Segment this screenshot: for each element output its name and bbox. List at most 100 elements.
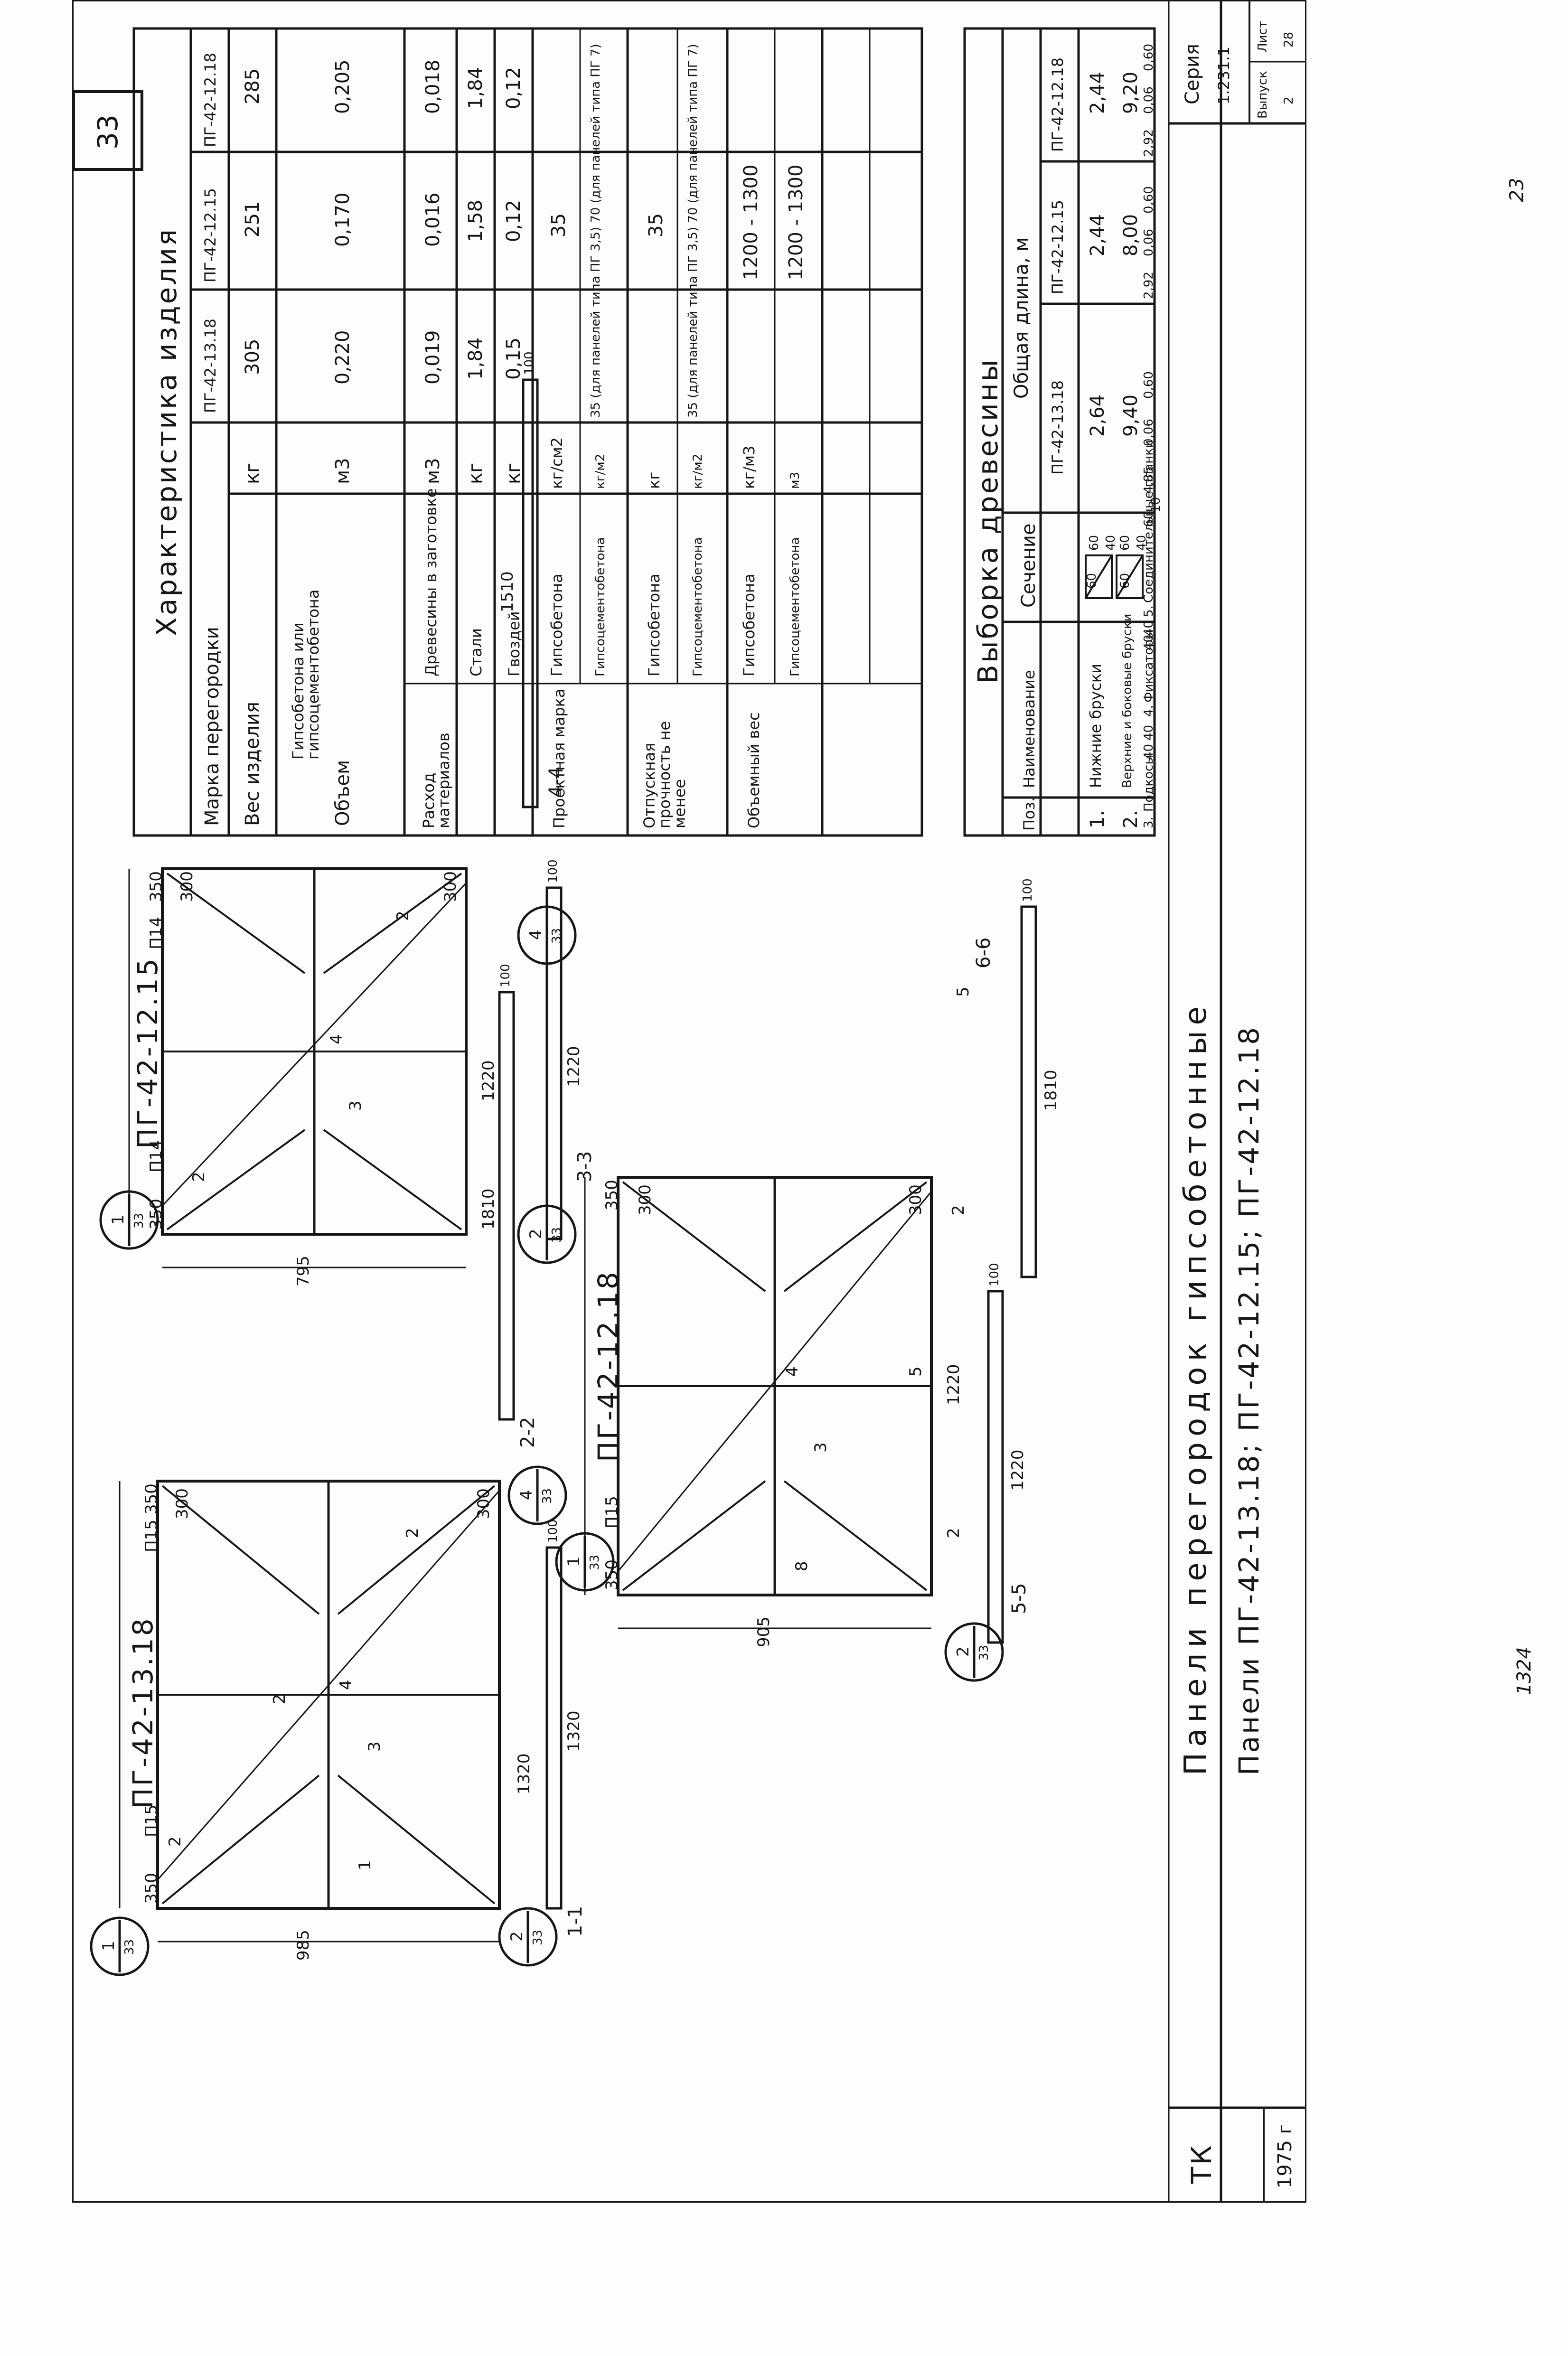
char-mark-1: ПГ-42-13.18 <box>201 319 219 413</box>
row-density-v1: 1200 - 1300 <box>740 164 762 280</box>
panel-a-pos-1: 1 <box>356 1860 375 1870</box>
timber-mark-2: ПГ-42-12.15 <box>1049 200 1067 294</box>
section-5-thick: 100 <box>987 1263 1002 1286</box>
row-weight-unit: кг <box>242 462 263 484</box>
panel-b-side-1: 300 <box>178 871 197 902</box>
row-steel-sub: Стали <box>467 628 485 676</box>
timber-mark-1: ПГ-42-13.18 <box>1049 380 1067 475</box>
panel-a-pos-6: 4 <box>337 1680 356 1690</box>
callout-2-sheet: 33 <box>531 1929 545 1945</box>
timber-v3-2: 9,20 <box>1120 71 1142 114</box>
stamp-series-value: 1.231.1 <box>1215 46 1233 104</box>
char-mark-3: ПГ-42-12.18 <box>201 53 219 147</box>
row-nails-v3: 0,12 <box>503 66 525 109</box>
stamp-year: 1975 г <box>1274 2124 1296 2188</box>
section-3-thick: 100 <box>546 859 560 883</box>
section-3-len: 1220 <box>564 1046 583 1087</box>
panel-c-pos-2: 2 <box>949 1205 968 1215</box>
row-steel-v1: 1,84 <box>465 337 487 380</box>
row-release-label: Отпускная прочность не менее <box>640 721 689 828</box>
row-density-unit2: м3 <box>788 471 802 489</box>
row-design-v2: 35 (для панелей типа ПГ 3,5) 70 (для пан… <box>589 44 603 418</box>
margin-mark-2: 23 <box>1506 178 1528 202</box>
panel-a-top-1: 350 <box>142 1873 161 1904</box>
timber-mark-3: ПГ-42-12.18 <box>1049 57 1067 152</box>
row-weight-label: Вес изделия <box>242 702 263 826</box>
timber-v2-5: 0,60 <box>1142 186 1156 214</box>
timber-sec-3b: 40 <box>1142 724 1156 741</box>
char-col-mark: Марка перегородки <box>201 627 223 826</box>
panel-c-pos-3: 3 <box>811 1442 830 1453</box>
row-design-unit2: кг/м2 <box>593 453 608 489</box>
row-volume-unit: м3 <box>332 458 354 484</box>
callout-7-num: 1 <box>564 1556 583 1567</box>
char-mark-2: ПГ-42-12.15 <box>201 188 219 282</box>
row-design-sub2: Гипсоцементобетона <box>593 537 608 676</box>
timber-name-3: Подкосы <box>1142 755 1156 812</box>
row-wood-unit: м3 <box>422 458 444 484</box>
margin-mark-1: 1324 <box>1513 1647 1535 1695</box>
row-steel-unit: кг <box>465 462 487 484</box>
row-volume-sub: Гипсобетона или гипсоцементобетона <box>289 589 322 760</box>
section-strips <box>498 378 1037 1910</box>
timber-v3-3: 2,92 <box>1142 129 1156 157</box>
rotated-drawing: Панели перегородок гипсобетонные Панели … <box>72 0 1306 2203</box>
panel-c-width: 1220 <box>944 1364 963 1405</box>
timber-subtitle: Общая длина, м <box>1011 237 1033 399</box>
row-wood-sub: Древесины в заготовке <box>422 488 440 676</box>
panel-a-label: ПГ-42-13.18 <box>127 1616 159 1809</box>
timber-sec-1b: 40 <box>1104 535 1118 551</box>
timber-sec-5: 60 <box>1142 511 1156 527</box>
row-release-v2: 35 (для панелей типа ПГ 3,5) 70 (для пан… <box>686 44 700 418</box>
row-steel-v3: 1,84 <box>465 66 487 109</box>
section-6-label: 6-6 <box>973 937 995 968</box>
panel-b-top-1: 350 <box>147 1199 166 1230</box>
drawing-title: Панели перегородок гипсобетонные <box>1178 1001 1213 1775</box>
callout-4-sheet: 33 <box>132 1212 146 1229</box>
section-2-thick: 100 <box>498 964 513 987</box>
row-nails-sub: Гвоздей <box>505 611 523 676</box>
callout-2-num: 2 <box>507 1931 526 1942</box>
stamp-org: ТК <box>1185 2143 1218 2184</box>
callout-1-num: 1 <box>99 1941 118 1951</box>
panel-a-frame <box>156 1480 501 1910</box>
row-design-label: Проектная марка <box>550 688 568 828</box>
panel-a-pos-4: 2 <box>403 1528 422 1538</box>
row-density-sub1: Гипсобетона <box>740 573 758 676</box>
row-design-sub1: Гипсобетона <box>548 573 566 676</box>
row-wood-v3: 0,018 <box>422 59 444 114</box>
stamp-issue-label: Выпуск <box>1256 71 1270 119</box>
row-wood-v2: 0,016 <box>422 192 444 247</box>
panel-b-pos-4: 4 <box>327 1034 346 1044</box>
drawing-linework <box>72 0 1306 2203</box>
section-1-label: 1-1 <box>564 1905 586 1937</box>
callout-circles <box>90 905 1004 1976</box>
timber-v3-1: 2,44 <box>1087 71 1108 114</box>
panel-a-side-2: 300 <box>474 1488 493 1519</box>
section-4-label: 4-4 <box>545 766 567 798</box>
row-release-unit1: кг <box>645 471 663 489</box>
timber-col-section: Сечение <box>1018 523 1040 608</box>
panel-b-top-2: П14 <box>147 1140 166 1173</box>
row-release-v1: 35 <box>645 213 667 237</box>
row-wood-v1: 0,019 <box>422 330 444 385</box>
callout-6-num: 4 <box>526 929 545 940</box>
panel-c-pos-5: 5 <box>906 1366 925 1377</box>
panel-a-pos-2: 2 <box>166 1836 185 1847</box>
timber-sec-1a: 60 <box>1087 535 1101 551</box>
timber-col-name: Наименование <box>1020 670 1038 788</box>
timber-v1-2: 9,40 <box>1120 394 1142 437</box>
panel-c-height: 905 <box>754 1616 773 1647</box>
timber-v2-1: 2,44 <box>1087 214 1108 256</box>
panel-a-pos-5: 3 <box>365 1741 384 1752</box>
side-note-3: 60 <box>1085 573 1099 589</box>
timber-pos-5: 5. <box>1142 605 1156 617</box>
panel-c-label: ПГ-42-12.18 <box>592 1270 624 1462</box>
timber-v3-5: 0,60 <box>1142 44 1156 71</box>
characteristics-grid <box>132 27 923 837</box>
panel-c-top-3: 350 <box>602 1180 621 1211</box>
timber-sec-4: 40 <box>1142 634 1156 650</box>
timber-v3-4: 0,06 <box>1142 86 1156 114</box>
section-2-len: 1810 <box>479 1188 498 1230</box>
